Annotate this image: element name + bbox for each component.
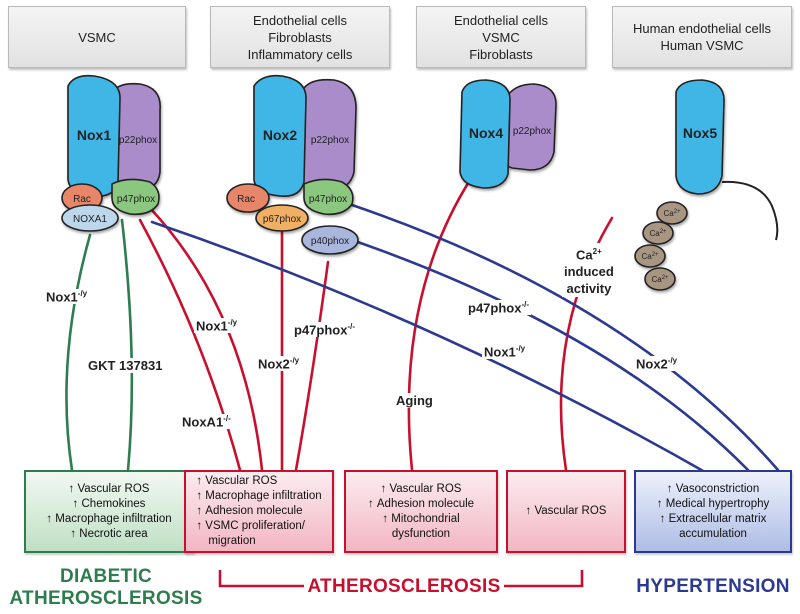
- outcome-item-continued: accumulation: [679, 527, 747, 540]
- outcome-item: Chemokines: [46, 497, 171, 512]
- outcome-item: Medical hypertrophy: [657, 497, 770, 512]
- connector-nox1-hypertension: [150, 220, 714, 478]
- label-p47phox-knockout-a: p47phox-/-: [292, 322, 358, 338]
- rac-subunit: [226, 183, 270, 213]
- outcome-item: Macrophage infiltration: [196, 489, 321, 504]
- outcome-item-continued: dysfunction: [391, 527, 451, 540]
- outcome-item: VSMC proliferation/: [196, 519, 321, 534]
- outcome-item: Vascular ROS: [196, 474, 321, 489]
- cell-type-label: VSMC: [482, 29, 520, 45]
- outcome-item: Adhesion molecule: [196, 504, 321, 519]
- cell-type-box-vsmc: VSMC: [8, 6, 186, 68]
- label-nox2-knockout-a: Nox2-/y: [256, 356, 302, 372]
- connector-gkt-diabetic: [120, 218, 134, 472]
- calcium-ion: [642, 221, 674, 245]
- label-ca-induced-activity: Ca2+ induced activity: [562, 243, 616, 298]
- p47phox-label: p47phox: [117, 194, 155, 205]
- nox5-subunit: [675, 79, 725, 195]
- connector-nox1-y-athero: [148, 206, 264, 472]
- outcome-item: Mitochondrial: [368, 512, 474, 527]
- outcome-item: Extracellular matrix: [657, 512, 770, 527]
- p67phox-label: p67phox: [263, 214, 301, 225]
- label-nox1-knockout-a: Nox1-/y: [44, 289, 90, 305]
- p47phox-subunit: [111, 178, 160, 216]
- outcome-item: Vasoconstriction: [657, 482, 770, 497]
- p22phox-label: p22phox: [513, 126, 551, 137]
- label-nox1-knockout-c: Nox1-/y: [482, 344, 528, 360]
- cell-type-label: Human VSMC: [660, 38, 744, 53]
- label-gkt-137831: GKT 137831: [86, 358, 165, 373]
- cell-type-label: Fibroblasts: [268, 29, 332, 45]
- label-p47phox-knockout-b: p47phox-/-: [466, 300, 532, 316]
- disease-label-atherosclerosis: ATHEROSCLEROSIS: [304, 576, 504, 598]
- connector-p47-hypertension: [350, 238, 750, 472]
- cell-type-label: VSMC: [78, 29, 116, 45]
- cell-type-label: Human endothelial cells: [632, 21, 772, 36]
- nox1-label: Nox1: [77, 127, 111, 143]
- outcome-box-athero-nox1-nox2: Vascular ROS Macrophage infiltration Adh…: [184, 470, 334, 553]
- nox4-subunit: [459, 79, 511, 189]
- noxa1-subunit: [61, 204, 119, 232]
- calcium-ion: [644, 267, 676, 291]
- calcium-ion-label: Ca2+: [649, 229, 667, 238]
- outcome-item: Macrophage infiltration: [46, 512, 171, 527]
- nox2-complex: [226, 74, 359, 255]
- nox1-complex: [61, 74, 161, 232]
- outcome-box-athero-nox4: Vascular ROS Adhesion molecule Mitochond…: [344, 470, 498, 553]
- p47phox-label: p47phox: [309, 194, 347, 205]
- outcome-item-continued: migration: [208, 535, 256, 547]
- outcome-box-hypertension: Vasoconstriction Medical hypertrophy Ext…: [634, 470, 792, 553]
- nox5-label: Nox5: [683, 125, 717, 141]
- rac-label: Rac: [73, 194, 91, 205]
- p22phox-label: p22phox: [119, 135, 157, 146]
- nox5-tail: [721, 180, 779, 241]
- rac-label: Rac: [237, 194, 255, 205]
- calcium-ion: [656, 201, 688, 225]
- calcium-ion-label: Ca2+: [651, 275, 669, 284]
- outcome-item: Vascular ROS: [46, 482, 171, 497]
- cell-type-label: Endothelial cells: [454, 12, 548, 28]
- p67phox-subunit: [255, 204, 309, 232]
- label-aging: Aging: [394, 393, 435, 408]
- outcome-box-diabetic: Vascular ROS Chemokines Macrophage infil…: [24, 470, 194, 553]
- label-noxa1-knockout: NoxA1-/-: [180, 414, 233, 430]
- cell-type-label: Fibroblasts: [469, 46, 533, 62]
- cell-type-label: Inflammatory cells: [247, 46, 353, 62]
- outcome-box-athero-nox5: Vascular ROS: [506, 470, 626, 553]
- noxa1-label: NOXA1: [73, 214, 107, 225]
- outcome-item: Adhesion molecule: [368, 497, 474, 512]
- outcome-item: Necrotic area: [46, 527, 171, 542]
- p47phox-subunit: [303, 178, 354, 216]
- cell-type-label: Endothelial cells: [253, 12, 347, 28]
- cell-type-box-endothelial-fibroblasts-inflammatory: Endothelial cells Fibroblasts Inflammato…: [210, 6, 390, 68]
- label-nox2-knockout-b: Nox2-/y: [634, 356, 680, 372]
- connector-nox1-y-diabetic: [65, 233, 92, 472]
- outcome-item: Vascular ROS: [368, 482, 474, 497]
- nox4-complex: [459, 79, 557, 189]
- cell-type-box-human: Human endothelial cells Human VSMC: [612, 6, 792, 68]
- nox5-complex: [634, 79, 725, 291]
- p40phox-label: p40phox: [311, 236, 349, 247]
- calcium-ion-label: Ca2+: [641, 252, 659, 261]
- connector-noxa1-athero: [138, 218, 242, 472]
- disease-label-hypertension: HYPERTENSION: [636, 576, 790, 597]
- cell-type-box-endothelial-vsmc-fibroblasts: Endothelial cells VSMC Fibroblasts: [416, 6, 586, 68]
- outcome-item: Vascular ROS: [526, 504, 606, 519]
- connector-nox2-hypertension: [350, 203, 780, 472]
- p22phox-label: p22phox: [311, 135, 349, 146]
- disease-label-diabetic-atherosclerosis: DIABETIC ATHEROSCLEROSIS: [9, 566, 203, 609]
- label-nox1-knockout-b: Nox1-/y: [194, 318, 240, 334]
- calcium-ion-label: Ca2+: [663, 209, 681, 218]
- p40phox-subunit: [301, 225, 359, 255]
- connector-p47-athero: [294, 260, 330, 472]
- nox4-label: Nox4: [469, 125, 503, 141]
- nox2-label: Nox2: [263, 127, 297, 143]
- connector-aging-athero: [407, 178, 472, 472]
- calcium-ion: [634, 244, 666, 268]
